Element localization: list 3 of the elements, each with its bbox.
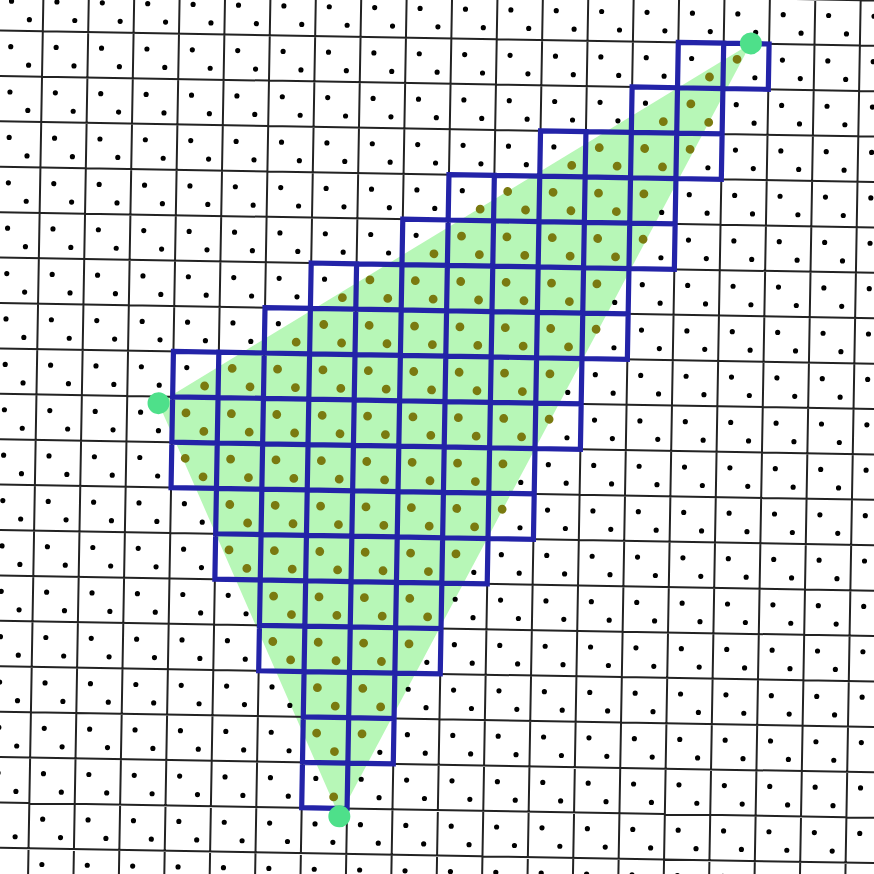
- vertex-dot: [328, 805, 351, 828]
- vertex-dot: [147, 392, 170, 415]
- vertex-dot: [739, 32, 762, 55]
